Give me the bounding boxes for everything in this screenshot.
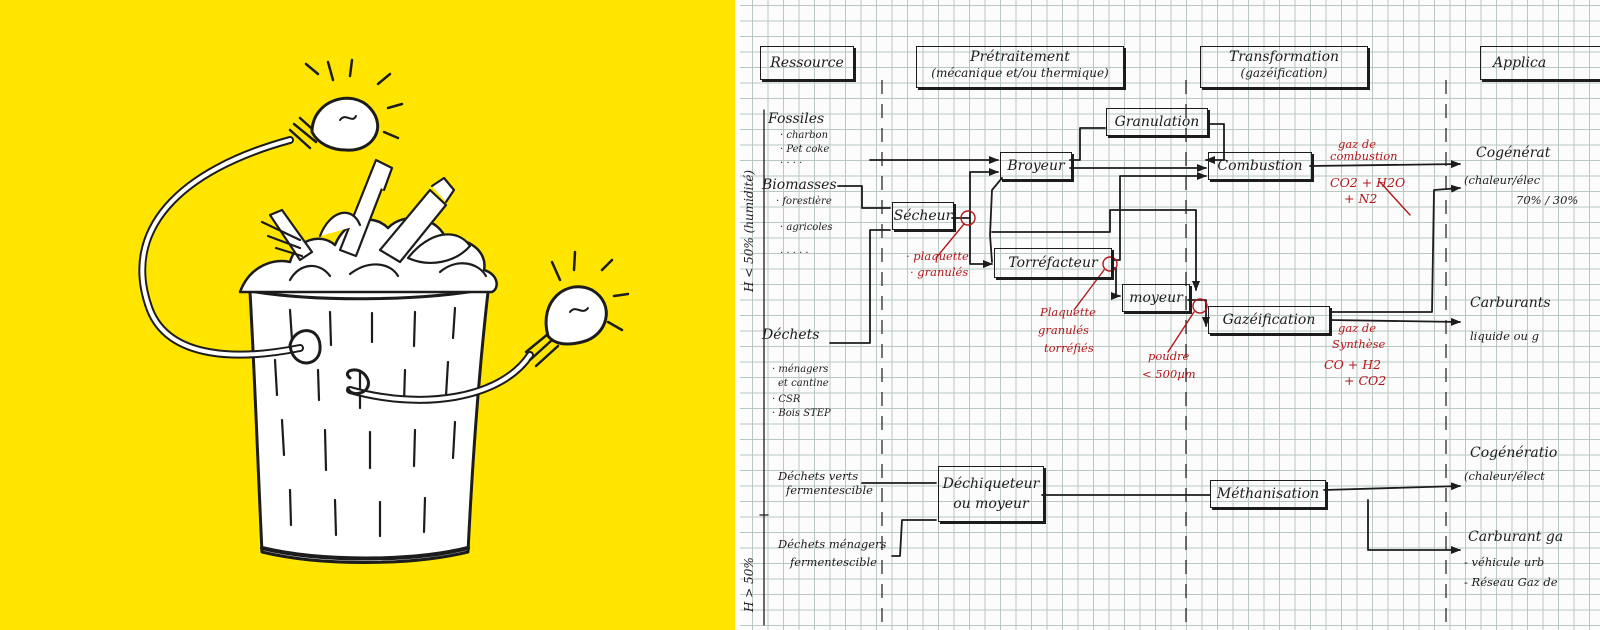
output-carburants: Carburants	[1470, 295, 1551, 311]
note-granules-2: granulés	[1038, 323, 1089, 337]
flow-biomasses-secheur	[837, 185, 891, 209]
header-pretraitement: Prétraitement (mécanique et/ou thermique…	[916, 46, 1124, 88]
flow-moyeur-gazeification	[1187, 299, 1210, 327]
header-ressource: Ressource	[760, 46, 854, 80]
note-co-h2: CO + H2	[1324, 357, 1382, 372]
resource-dechets-menagers-2: fermentescible	[790, 555, 877, 569]
output-vehicule: - véhicule urb	[1464, 555, 1545, 569]
box-torrefacteur: Torréfacteur	[994, 248, 1112, 278]
note-co2-h2o: CO2 + H2O	[1330, 175, 1406, 190]
resource-fossiles-item: · charbon	[780, 130, 829, 141]
resource-dechets-menagers: Déchets ménagers	[778, 537, 887, 551]
box-moyeur: moyeur	[1122, 284, 1190, 312]
output-carburants-sub: liquide ou g	[1470, 329, 1539, 343]
note-gaz-synthese: gaz de	[1338, 321, 1377, 335]
panel-divider	[735, 0, 740, 630]
output-carburant-gaz: Carburant ga	[1468, 529, 1564, 545]
note-poudre-size: < 500µm	[1142, 367, 1196, 381]
humidity-high-label: H > 50%	[742, 557, 756, 612]
box-secheur: Sécheur	[892, 202, 954, 230]
flow-biomasses-broyeur-loop	[991, 209, 1200, 291]
note-poudre: poudre	[1148, 349, 1190, 363]
note-gaz-combustion-2: combustion	[1330, 149, 1398, 163]
resource-biomasses: Biomasses	[762, 177, 837, 193]
flow-granulation-combustion	[1205, 123, 1225, 164]
resource-dechets-verts-2: fermentescible	[786, 483, 873, 497]
illustration-panel	[0, 0, 735, 630]
bin-bottom-rim	[260, 546, 470, 561]
resource-fossiles-item: · · · ·	[780, 158, 803, 169]
resource-biomasses-item: · forestière	[776, 196, 832, 207]
header-pretraitement-title: Prétraitement	[970, 49, 1070, 65]
box-granulation: Granulation	[1106, 108, 1208, 136]
flow-bypass-combustion	[1111, 172, 1207, 261]
trash-items	[260, 158, 488, 282]
note-n2: + N2	[1344, 191, 1378, 206]
note-gaz-synthese-2: Synthèse	[1332, 337, 1386, 351]
flow-combustion-cogen	[1309, 160, 1461, 169]
trash-bin-illustration	[138, 58, 630, 564]
flow-torrefacteur-broyeur	[989, 177, 1003, 263]
process-diagram: Ressource Prétraitement (mécanique et/ou…	[740, 0, 1600, 630]
flow-fossiles-granulation	[1069, 127, 1106, 161]
note-plaquette-2: Plaquette	[1040, 305, 1096, 319]
box-dechiqueteur: Déchiqueteur ou moyeur	[938, 466, 1044, 522]
output-reseau: - Réseau Gaz de	[1464, 575, 1558, 589]
red-annotation-lines	[935, 181, 1411, 353]
flow-methanisation-carburant	[1367, 499, 1461, 554]
header-transformation: Transformation (gazéification)	[1200, 46, 1368, 88]
output-cogeneration-2: Cogénératio	[1470, 445, 1558, 461]
note-plaquette-1: · plaquette	[906, 249, 969, 263]
flow-gazeif-cogen	[1329, 184, 1461, 313]
flow-secheur-torrefacteur	[969, 217, 993, 268]
column-separators	[881, 80, 1447, 625]
resource-dechets-item: · CSR	[772, 394, 801, 405]
note-co2: + CO2	[1344, 373, 1387, 388]
header-applications: Applica	[1480, 46, 1600, 80]
output-cogeneration-1-ratio: 70% / 30%	[1516, 193, 1579, 207]
header-transformation-subtitle: (gazéification)	[1240, 66, 1328, 80]
resource-dechets-item: · Bois STEP	[772, 408, 831, 419]
resource-biomasses-item: · · · · ·	[780, 248, 809, 259]
resource-fossiles-item: · Pet coke	[780, 144, 830, 155]
output-cogeneration-2-sub: (chaleur/élect	[1464, 469, 1545, 483]
note-granules-1: · granulés	[910, 265, 969, 279]
resource-dechets-verts: Déchets verts	[778, 469, 859, 483]
resource-dechets-item: et cantine	[778, 378, 829, 389]
lightbulb-icon	[288, 58, 404, 152]
header-transformation-title: Transformation	[1228, 49, 1340, 65]
lightbulb-icon	[524, 250, 630, 368]
box-methanisation: Méthanisation	[1210, 480, 1326, 508]
resource-fossiles: Fossiles	[768, 111, 825, 127]
flow-torrefacteur-moyeur	[1111, 267, 1121, 300]
bin-body	[248, 290, 490, 564]
box-combustion: Combustion	[1208, 152, 1312, 180]
box-dechiqueteur-line1: Déchiqueteur	[942, 476, 1040, 492]
flow-gazeif-carburants	[1329, 317, 1461, 326]
resource-biomasses-item: · agricoles	[780, 222, 833, 233]
note-torrefies: torréfiés	[1044, 341, 1094, 355]
humidity-low-label: H < 50% (humidité)	[742, 169, 756, 292]
diagram-connectors	[759, 80, 1461, 626]
flow-dechets-secheur	[829, 229, 891, 344]
right-handle-loop	[346, 368, 370, 396]
resource-dechets: Déchets	[762, 327, 820, 343]
flow-methanisation-cogen	[1323, 482, 1461, 491]
box-dechiqueteur-line2: ou moyeur	[953, 496, 1029, 512]
box-gazeification: Gazéification	[1208, 306, 1330, 334]
output-cogeneration-1: Cogénérat	[1476, 145, 1551, 161]
resource-dechets-item: · ménagers	[772, 364, 829, 375]
header-pretraitement-subtitle: (mécanique et/ou thermique)	[931, 66, 1109, 80]
flow-dechets-menagers-dechiqueteur	[891, 519, 937, 557]
box-broyeur: Broyeur	[1000, 152, 1072, 180]
note-gaz-combustion: gaz de	[1338, 137, 1377, 151]
left-handle-loop	[288, 329, 322, 365]
output-cogeneration-1-sub: (chaleur/élec	[1464, 173, 1541, 187]
